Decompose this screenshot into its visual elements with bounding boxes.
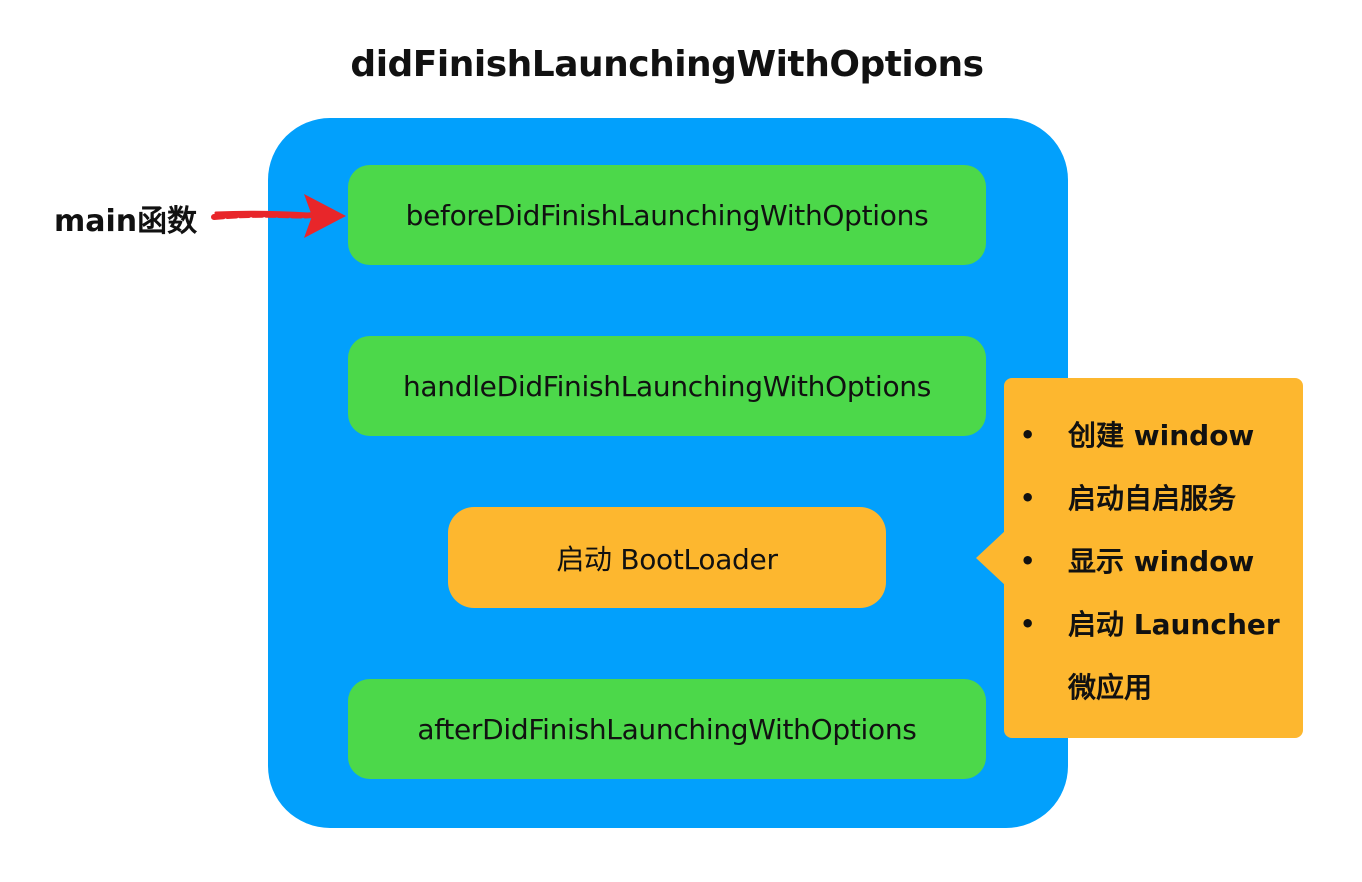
callout-pointer — [976, 530, 1006, 586]
task-create-window: 创建 window — [1068, 419, 1255, 452]
bullet-icon: • — [1020, 610, 1036, 638]
task-show-window: 显示 window — [1068, 545, 1255, 578]
bootloader-callout — [1004, 378, 1303, 738]
task-start-launcher: 启动 Launcher 微应用 — [1068, 608, 1280, 704]
list-item: • 启动 Launcher 微应用 — [1020, 593, 1298, 719]
bullet-icon: • — [1020, 484, 1036, 512]
step-after-launch: afterDidFinishLaunchingWithOptions — [348, 679, 986, 779]
task-start-auto-services: 启动自启服务 — [1068, 482, 1237, 515]
bootloader-task-list: • 创建 window • 启动自启服务 • 显示 window • 启动 La… — [1020, 404, 1298, 719]
list-item: • 显示 window — [1020, 530, 1298, 593]
step-before-launch: beforeDidFinishLaunchingWithOptions — [348, 165, 986, 265]
step-handle-launch: handleDidFinishLaunchingWithOptions — [348, 336, 986, 436]
entry-label: main函数 — [54, 204, 198, 239]
diagram-title: didFinishLaunchingWithOptions — [350, 44, 984, 85]
step-start-bootloader: 启动 BootLoader — [448, 507, 886, 608]
entry-arrow-icon — [211, 194, 346, 238]
bullet-icon: • — [1020, 547, 1036, 575]
list-item: • 创建 window — [1020, 404, 1298, 467]
bullet-icon: • — [1020, 421, 1036, 449]
list-item: • 启动自启服务 — [1020, 467, 1298, 530]
